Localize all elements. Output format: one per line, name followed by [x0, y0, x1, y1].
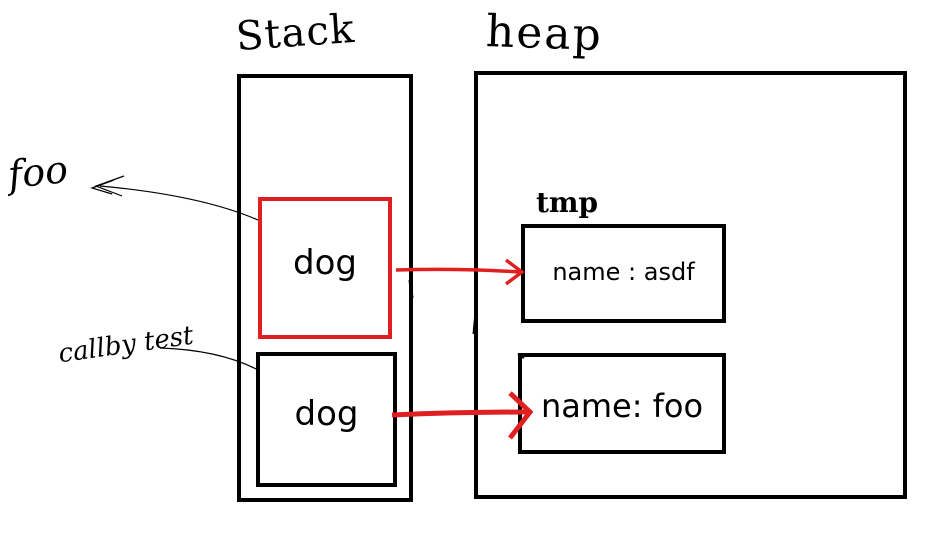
tmp-label: tmp	[536, 186, 599, 219]
stack-title: Stack	[234, 5, 357, 61]
stack-frame-dog-highlighted: dog	[258, 197, 392, 339]
heap-object-foo: name: foo	[518, 353, 726, 454]
foo-annotation: foo	[5, 146, 70, 198]
foo-pointer-line	[99, 185, 259, 221]
callby-test-annotation: callby test	[56, 320, 196, 370]
heap-object-asdf: name : asdf	[521, 224, 726, 323]
heap-object-label: name : asdf	[552, 258, 695, 286]
arrowhead	[90, 179, 115, 195]
stack-frame-dog: dog	[256, 352, 397, 487]
arrowhead	[94, 175, 125, 197]
heap-title: heap	[485, 5, 604, 62]
stack-frame-label: dog	[293, 243, 357, 283]
stack-frame-label: dog	[294, 394, 359, 434]
heap-object-label: name: foo	[540, 387, 704, 425]
